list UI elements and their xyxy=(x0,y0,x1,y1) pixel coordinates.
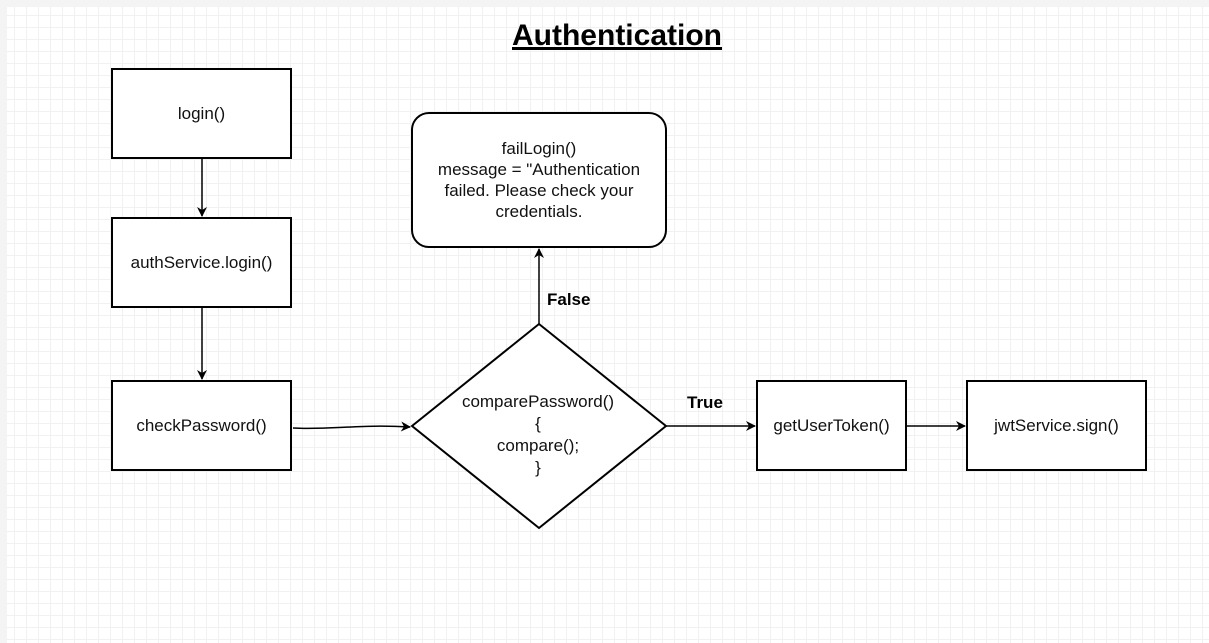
node-fail-login[interactable]: failLogin() message = "Authentication fa… xyxy=(411,112,667,248)
node-check-password[interactable]: checkPassword() xyxy=(111,380,292,471)
compare-password-line-3: compare(); xyxy=(496,436,580,455)
compare-password-line-4: } xyxy=(535,458,541,477)
fail-login-line-4: credentials. xyxy=(495,202,583,221)
compare-password-diamond[interactable] xyxy=(410,322,668,530)
compare-password-line-1: comparePassword() xyxy=(461,392,615,411)
edge-label-false: False xyxy=(547,290,591,309)
node-login-label: login() xyxy=(177,104,226,123)
fail-login-line-1: failLogin() xyxy=(501,139,577,158)
node-jwt-service-sign[interactable]: jwtService.sign() xyxy=(966,380,1147,471)
node-jwt-service-sign-label: jwtService.sign() xyxy=(994,416,1119,435)
diagram-title: Authentication xyxy=(512,19,722,52)
edge-label-true: True xyxy=(687,393,723,412)
node-login[interactable]: login() xyxy=(111,68,292,159)
compare-password-text: comparePassword() { compare(); } xyxy=(413,391,663,479)
fail-login-line-3: failed. Please check your xyxy=(444,181,634,200)
edge-check-password-to-compare xyxy=(292,421,411,432)
node-get-user-token[interactable]: getUserToken() xyxy=(756,380,907,471)
node-auth-service-login[interactable]: authService.login() xyxy=(111,217,292,308)
node-auth-service-login-label: authService.login() xyxy=(130,253,273,272)
compare-password-line-2: { xyxy=(535,414,541,433)
node-get-user-token-label: getUserToken() xyxy=(773,416,890,435)
node-check-password-label: checkPassword() xyxy=(136,416,267,435)
fail-login-line-2: message = "Authentication xyxy=(437,160,641,179)
